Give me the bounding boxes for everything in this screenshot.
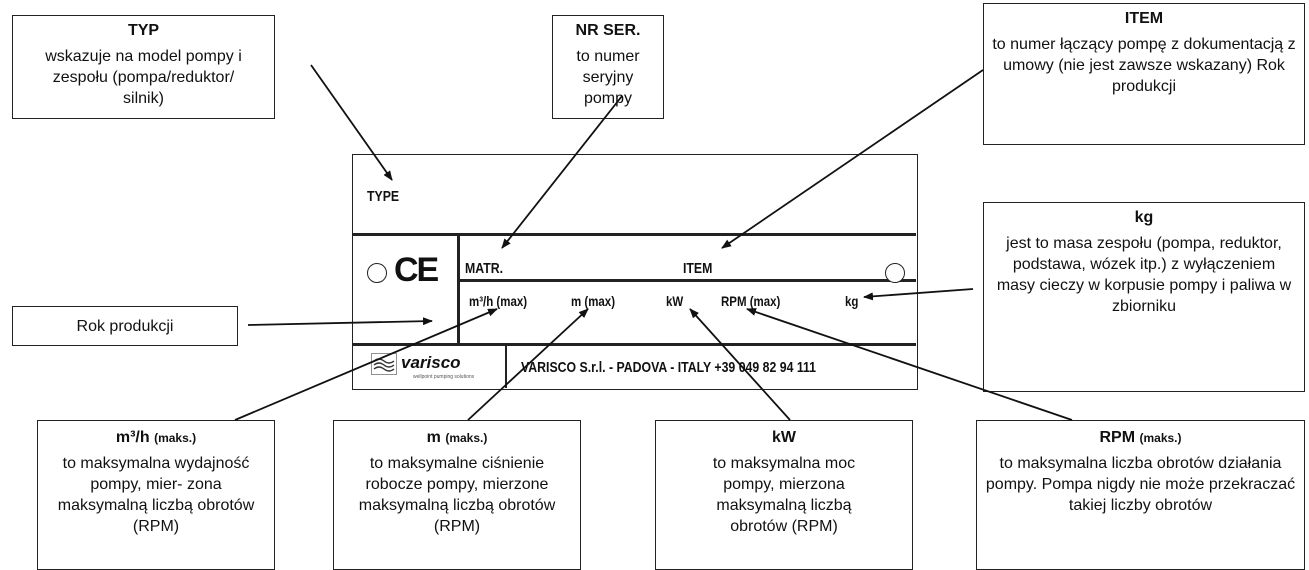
callout-kw-body: to maksymalna moc pompy, mierzona maksym… xyxy=(712,455,856,535)
callout-m3h: m³/h (maks.) to maksymalna wydajność pom… xyxy=(37,420,275,570)
callout-rpm-title: RPM (maks.) xyxy=(977,429,1304,447)
plate-divider-footer xyxy=(505,344,507,388)
callout-typ-body: wskazuje na model pompy i zespołu (pompa… xyxy=(45,48,242,107)
callout-m-body: to maksymalne ciśnienie robocze pompy, m… xyxy=(358,455,556,535)
plate-matr-label: MATR. xyxy=(465,260,504,277)
callout-nr-ser-title: NR SER. xyxy=(575,22,641,39)
plate-rpm-label: RPM (max) xyxy=(721,293,781,309)
mounting-hole-left xyxy=(367,263,387,283)
plate-kg-label: kg xyxy=(845,293,859,309)
callout-m-title-text: m xyxy=(426,429,441,446)
callout-rpm-title-suffix: (maks.) xyxy=(1139,431,1182,445)
callout-nr-ser: NR SER. to numer seryjny pompy xyxy=(552,15,664,119)
varisco-logo-icon xyxy=(371,353,397,375)
plate-divider-top xyxy=(353,233,916,236)
callout-rok-body: Rok produkcji xyxy=(76,318,174,335)
callout-item: ITEM to numer łączący pompę z dokumentac… xyxy=(983,3,1305,145)
plate-footer-text: VARISCO S.r.l. - PADOVA - ITALY +39 049 … xyxy=(521,359,817,376)
callout-m3h-title-suffix: (maks.) xyxy=(154,431,197,445)
callout-typ: TYP wskazuje na model pompy i zespołu (p… xyxy=(12,15,275,119)
callout-rpm-title-text: RPM xyxy=(1099,429,1136,446)
plate-m3h-label: m³/h (max) xyxy=(469,293,528,309)
callout-kg: kg jest to masa zespołu (pompa, reduktor… xyxy=(983,202,1305,392)
callout-item-body: to numer łączący pompę z dokumentacją z … xyxy=(992,36,1296,95)
plate-type-label: TYPE xyxy=(367,188,400,205)
callout-rpm-body: to maksymalna liczba obrotów działania p… xyxy=(985,455,1296,514)
callout-kw: kW to maksymalna moc pompy, mierzona mak… xyxy=(655,420,913,570)
callout-kw-title: kW xyxy=(772,429,796,446)
callout-m: m (maks.) to maksymalne ciśnienie robocz… xyxy=(333,420,581,570)
varisco-logo-word: varisco xyxy=(401,353,461,372)
callout-m-title-suffix: (maks.) xyxy=(445,431,488,445)
callout-rpm: RPM (maks.) to maksymalna liczba obrotów… xyxy=(976,420,1305,570)
callout-item-title: ITEM xyxy=(1124,10,1164,27)
plate-kw-label: kW xyxy=(666,293,684,309)
callout-m3h-title: m³/h (maks.) xyxy=(38,429,274,447)
varisco-logo-tagline: wellpoint pumping solutions xyxy=(413,374,475,380)
plate-item-label: ITEM xyxy=(683,260,713,277)
name-plate: TYPE CE MATR. ITEM m³/h (max) m (max) kW… xyxy=(352,154,918,390)
plate-divider-vertical xyxy=(457,233,460,345)
callout-m-title: m (maks.) xyxy=(334,429,580,447)
ce-mark: CE xyxy=(394,251,439,289)
plate-m-label: m (max) xyxy=(571,293,616,309)
callout-m3h-title-text: m³/h xyxy=(115,429,150,446)
callout-m3h-body: to maksymalna wydajność pompy, mier- zon… xyxy=(57,455,255,535)
callout-kg-title: kg xyxy=(1134,209,1154,226)
plate-divider-middle xyxy=(459,279,916,282)
callout-rok-produkcji: Rok produkcji xyxy=(12,306,238,346)
plate-divider-bottom xyxy=(353,343,916,346)
callout-kg-body: jest to masa zespołu (pompa, reduktor, p… xyxy=(996,235,1292,315)
callout-nr-ser-body: to numer seryjny pompy xyxy=(576,48,640,107)
mounting-hole-right xyxy=(885,263,905,283)
callout-typ-title: TYP xyxy=(127,22,160,39)
